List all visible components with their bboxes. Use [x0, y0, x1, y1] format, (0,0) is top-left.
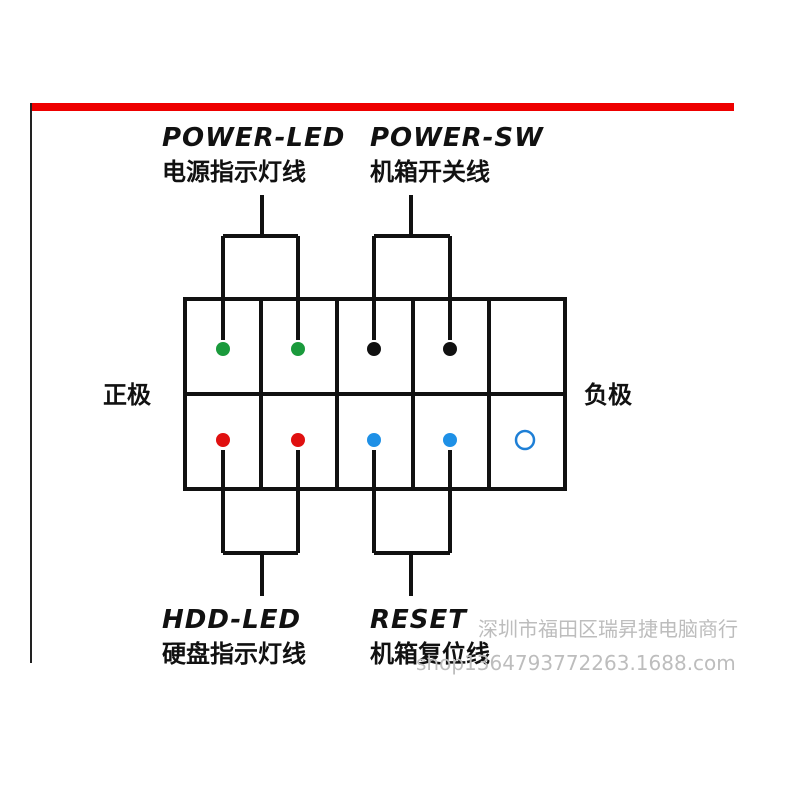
hdd-led-wire — [221, 450, 300, 596]
power-led-desc: 电源指示灯线 — [162, 158, 306, 186]
header-red-bar — [30, 103, 734, 111]
power-led-wire — [221, 195, 300, 340]
power-sw-wire — [372, 195, 452, 340]
power-led-pin-1 — [216, 342, 230, 356]
positive-pole-label: 正极 — [103, 381, 151, 409]
power-sw-pin-1 — [367, 342, 381, 356]
watermark-shop-url: shop1364793772263.1688.com — [416, 651, 736, 675]
watermark-shop-name: 深圳市福田区瑞昇捷电脑商行 — [478, 617, 738, 641]
hdd-led-pin-2 — [291, 433, 305, 447]
reset-pin-2 — [443, 433, 457, 447]
reset-label: RESET — [370, 605, 468, 635]
power-led-pin-2 — [291, 342, 305, 356]
power-sw-label: POWER-SW — [370, 123, 544, 153]
reset-desc: 机箱复位线 — [370, 640, 490, 668]
hdd-led-pin-1 — [216, 433, 230, 447]
reset-pin-1 — [367, 433, 381, 447]
power-sw-pin-2 — [443, 342, 457, 356]
hdd-led-label: HDD-LED — [162, 605, 301, 635]
left-edge-line — [30, 103, 32, 663]
hdd-led-desc: 硬盘指示灯线 — [162, 640, 306, 668]
empty-pin-ring — [514, 429, 536, 451]
power-led-label: POWER-LED — [162, 123, 345, 153]
negative-pole-label: 负极 — [584, 381, 632, 409]
power-sw-desc: 机箱开关线 — [370, 158, 490, 186]
reset-wire — [372, 450, 452, 596]
